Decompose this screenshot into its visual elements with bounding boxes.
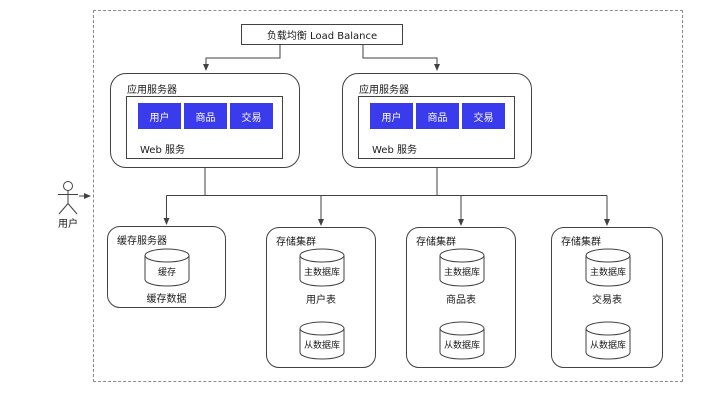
slave-db-label: 从数据库: [444, 339, 480, 351]
table-caption: 商品表: [446, 295, 476, 306]
actor-icon: [58, 181, 78, 215]
storage-cluster-2-node: 存储集群 主数据库 商品表 从数据库: [406, 227, 516, 368]
service-block-user: 用户: [138, 103, 181, 129]
storage-cluster-1-node: 存储集群 主数据库 用户表 从数据库: [266, 227, 376, 368]
web-service-2-label: Web 服务: [372, 145, 417, 156]
service-block-product: 商品: [416, 103, 459, 129]
slave-db-cylinder-icon: 从数据库: [299, 321, 345, 360]
load-balancer-node: 负载均衡 Load Balance: [241, 24, 403, 45]
web-service-2-container: 用户 商品 交易 Web 服务: [358, 96, 515, 159]
slave-db-label: 从数据库: [304, 339, 340, 351]
cache-data-caption: 缓存数据: [146, 294, 187, 305]
system-boundary-frame: [93, 10, 683, 382]
web-service-1-container: 用户 商品 交易 Web 服务: [126, 96, 283, 159]
app-server-1-node: 应用服务器 用户 商品 交易 Web 服务: [110, 73, 300, 168]
cache-cylinder-icon: 缓存: [144, 248, 190, 287]
master-db-cylinder-icon: 主数据库: [439, 248, 485, 287]
slave-db-cylinder-icon: 从数据库: [439, 321, 485, 360]
master-db-cylinder-icon: 主数据库: [299, 248, 345, 287]
master-db-label: 主数据库: [304, 266, 340, 278]
load-balancer-label: 负载均衡 Load Balance: [266, 31, 378, 42]
cache-server-label: 缓存服务器: [117, 236, 167, 247]
table-caption: 用户表: [306, 295, 336, 306]
cache-cylinder-label: 缓存: [158, 266, 176, 278]
storage-cluster-2-label: 存储集群: [416, 237, 456, 248]
cache-server-node: 缓存服务器 缓存 缓存数据: [107, 226, 226, 308]
app-server-2-node: 应用服务器 用户 商品 交易 Web 服务: [342, 73, 532, 168]
app-server-1-label: 应用服务器: [127, 85, 177, 96]
web-service-1-label: Web 服务: [140, 145, 185, 156]
master-db-cylinder-icon: 主数据库: [585, 248, 631, 287]
master-db-label: 主数据库: [590, 266, 626, 278]
service-block-product: 商品: [184, 103, 227, 129]
actor-label: 用户: [58, 219, 78, 230]
master-db-label: 主数据库: [444, 266, 480, 278]
service-block-trade: 交易: [230, 103, 273, 129]
app-server-2-label: 应用服务器: [359, 85, 409, 96]
storage-cluster-3-label: 存储集群: [561, 237, 601, 248]
service-block-user: 用户: [370, 103, 413, 129]
table-caption: 交易表: [592, 295, 622, 306]
storage-cluster-1-label: 存储集群: [276, 237, 316, 248]
storage-cluster-3-node: 存储集群 主数据库 交易表 从数据库: [551, 227, 663, 368]
slave-db-label: 从数据库: [590, 339, 626, 351]
service-block-trade: 交易: [462, 103, 505, 129]
slave-db-cylinder-icon: 从数据库: [585, 321, 631, 360]
